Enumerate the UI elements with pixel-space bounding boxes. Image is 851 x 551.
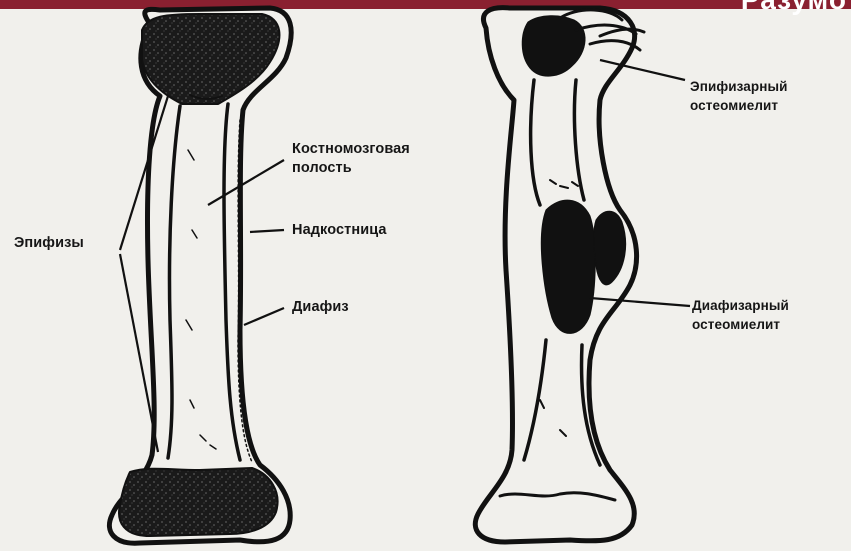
label-diaphyseal-osteomyelitis: Диафизарный остеомиелит [692,296,789,334]
leader-periosteum [250,230,284,232]
healthy-distal-epiphysis [119,468,278,536]
label-medullary-cavity-line2: полость [292,159,410,178]
label-epiphyseal-osteomyelitis-line1: Эпифизарный [690,77,788,96]
osteomyelitis-bone [475,8,644,542]
label-medullary-cavity: Костномозговая полость [292,140,410,178]
label-periosteum: Надкостница [292,221,387,240]
label-diaphyseal-osteomyelitis-line1: Диафизарный [692,296,789,315]
healthy-bone [109,8,291,543]
label-diaphysis: Диафиз [292,298,349,317]
leader-diaphysis [244,308,284,325]
label-epiphyses: Эпифизы [14,234,84,253]
label-diaphyseal-osteomyelitis-line2: остеомиелит [692,315,789,334]
label-medullary-cavity-line1: Костномозговая [292,140,410,159]
label-epiphyseal-osteomyelitis: Эпифизарный остеомиелит [690,77,788,115]
label-epiphyseal-osteomyelitis-line2: остеомиелит [690,96,788,115]
